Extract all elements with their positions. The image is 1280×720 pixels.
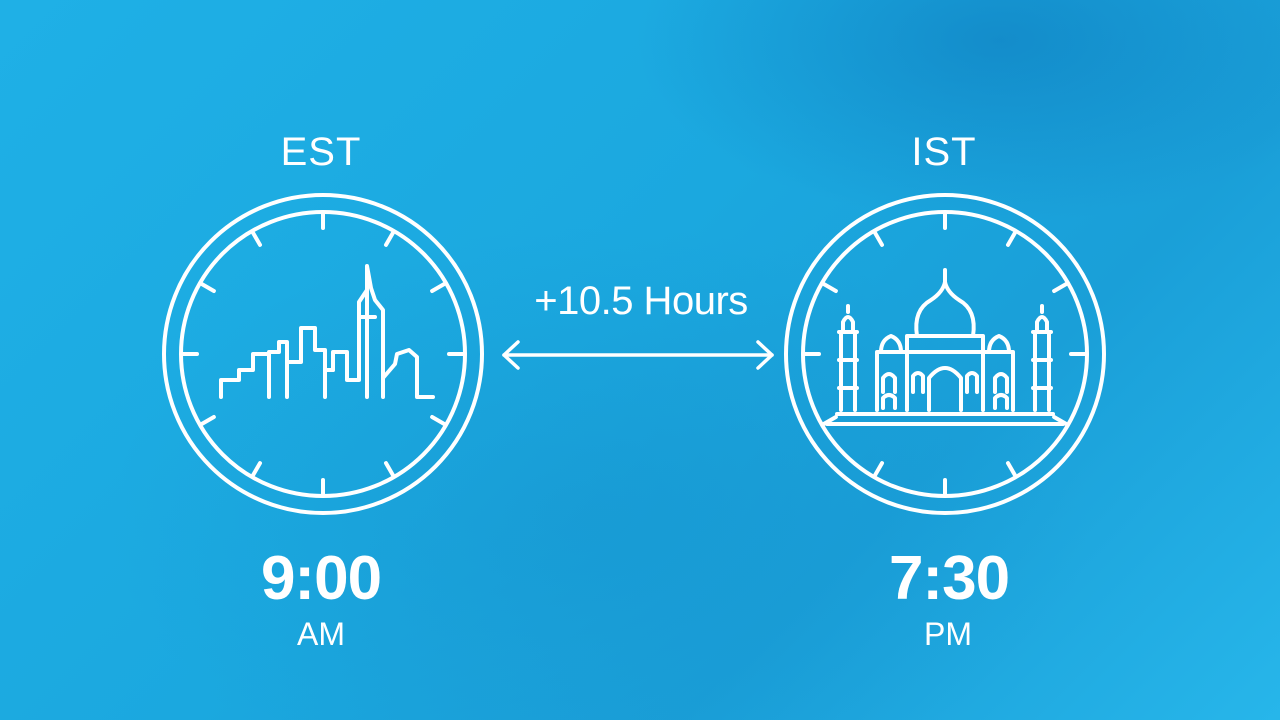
ist-time: 7:30 <box>888 544 1010 613</box>
clock-tick <box>821 282 838 293</box>
clock-tick <box>384 461 395 478</box>
taj-mahal-icon <box>825 268 1065 426</box>
double-arrow-icon <box>502 340 774 370</box>
est-zone-label: EST <box>280 130 362 174</box>
skyline-icon <box>219 264 435 399</box>
clock-tick <box>1006 461 1017 478</box>
ist-period: PM <box>924 616 972 652</box>
clock-tick <box>430 415 447 426</box>
clock-tick <box>873 461 884 478</box>
clock-tick <box>251 461 262 478</box>
time-offset-label: +10.5 Hours <box>534 279 748 323</box>
clock-tick <box>384 230 395 247</box>
clock-tick <box>251 230 262 247</box>
est-time: 9:00 <box>260 544 382 613</box>
clock-tick <box>199 415 216 426</box>
clock-tick <box>430 282 447 293</box>
clock-tick <box>199 282 216 293</box>
ist-zone-label: IST <box>911 130 977 174</box>
clock-tick <box>1006 230 1017 247</box>
est-clock-icon <box>162 193 484 515</box>
clock-tick <box>873 230 884 247</box>
clock-tick <box>1052 282 1069 293</box>
est-period: AM <box>297 616 345 652</box>
ist-clock-icon <box>784 193 1106 515</box>
